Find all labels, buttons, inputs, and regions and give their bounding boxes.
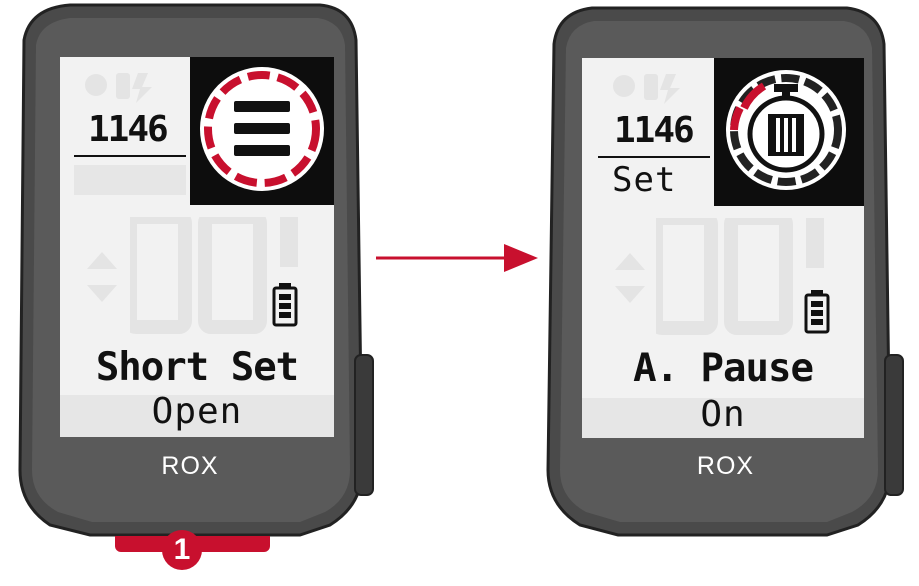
subtitle-band xyxy=(582,398,864,438)
menu-title: Short Set xyxy=(95,345,299,390)
ghost-status-icons xyxy=(85,73,152,103)
right-bike-computer: 1146 Set A. Paus xyxy=(532,0,919,586)
ghost-status-icons xyxy=(613,74,680,104)
clock-time: 1146 xyxy=(614,110,695,151)
brand-logo: ROX xyxy=(696,452,755,480)
menu-value: Open xyxy=(151,391,243,432)
setting-label: Set xyxy=(612,160,677,200)
ghost-segments xyxy=(123,210,320,337)
right-screen: 1146 Set A. Paus xyxy=(582,58,864,438)
arrow-right-icon xyxy=(376,244,538,272)
battery-icon xyxy=(804,290,830,334)
ghost-up-down-icon xyxy=(87,252,117,302)
ghost-field xyxy=(74,165,186,195)
ghost-up-down-icon xyxy=(615,253,645,303)
step-badge: 1 xyxy=(162,530,202,570)
menu-icon-panel xyxy=(190,57,334,205)
hamburger-menu-icon[interactable] xyxy=(190,57,334,205)
ghost-segments xyxy=(649,211,846,338)
left-bike-computer: 1 1146 xyxy=(0,0,380,586)
time-divider xyxy=(74,155,186,157)
stopwatch-icon[interactable] xyxy=(714,58,864,206)
brand-logo: ROX xyxy=(161,452,219,480)
battery-icon xyxy=(272,283,298,327)
clock-time: 1146 xyxy=(88,109,169,150)
menu-icon-panel xyxy=(714,58,864,206)
menu-title: A. Pause xyxy=(633,346,814,391)
subtitle-band xyxy=(60,395,334,437)
menu-value: On xyxy=(700,394,746,435)
time-divider xyxy=(598,156,710,158)
left-screen: 1146 Short Set Open xyxy=(60,57,334,437)
